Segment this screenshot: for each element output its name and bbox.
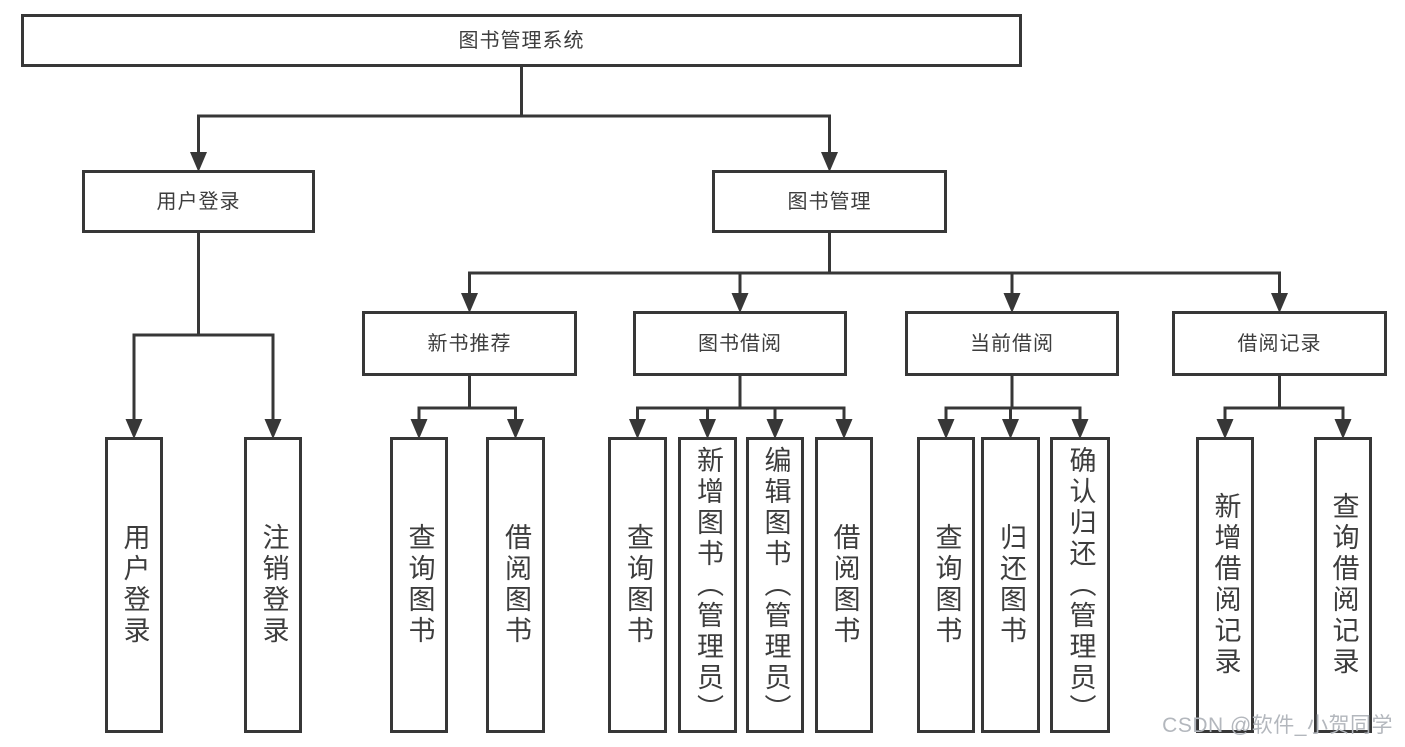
node-leaf-query-books-3: 查询图书	[917, 437, 975, 733]
connector-current-borrow	[944, 374, 1082, 425]
arrowhead-new-book-rec	[461, 293, 478, 313]
arrowhead-leaf-query-books-2	[629, 419, 646, 439]
arrowhead-book-mgmt	[821, 152, 838, 172]
arrowhead-leaf-query-books-1	[410, 419, 428, 439]
node-leaf-borrow-books-2: 借阅图书	[815, 437, 873, 733]
node-label-leaf-user-login: 用户登录	[119, 523, 150, 647]
node-label-leaf-query-books-2: 查询图书	[623, 523, 653, 647]
node-label-root: 图书管理系统	[458, 29, 585, 52]
arrowhead-leaf-logout	[264, 419, 282, 439]
node-label-leaf-logout: 注销登录	[258, 523, 289, 647]
node-label-current-borrow: 当前借阅	[970, 332, 1054, 355]
node-label-leaf-borrow-books-2: 借阅图书	[829, 523, 860, 647]
node-user-login: 用户登录	[82, 170, 315, 233]
node-leaf-add-books: 新增图书（管理员）	[678, 437, 737, 733]
arrowhead-leaf-borrow-books-2	[835, 419, 853, 439]
node-label-user-login: 用户登录	[156, 190, 241, 213]
node-label-leaf-query-books-1: 查询图书	[404, 523, 435, 647]
node-label-leaf-return-books: 归还图书	[996, 523, 1026, 647]
arrowhead-leaf-add-books	[699, 419, 716, 439]
arrowhead-leaf-query-books-3	[937, 419, 955, 439]
arrowhead-leaf-edit-books	[766, 419, 784, 439]
connector-borrow-records	[1223, 374, 1345, 425]
connector-root	[197, 65, 831, 158]
arrowhead-current-borrow	[1003, 293, 1021, 313]
node-label-leaf-add-borrow-record: 新增借阅记录	[1210, 492, 1241, 678]
arrowhead-leaf-return-books	[1002, 419, 1019, 439]
arrowhead-book-borrow	[731, 293, 749, 313]
node-leaf-add-borrow-record: 新增借阅记录	[1196, 437, 1254, 733]
node-borrow-records: 借阅记录	[1172, 311, 1387, 376]
node-label-leaf-query-borrow-record: 查询借阅记录	[1328, 492, 1359, 678]
arrowhead-leaf-query-borrow-record	[1334, 419, 1352, 439]
node-label-book-borrow: 图书借阅	[698, 332, 782, 355]
arrowhead-borrow-records	[1271, 293, 1288, 313]
node-current-borrow: 当前借阅	[905, 311, 1119, 376]
node-leaf-borrow-books-1: 借阅图书	[486, 437, 545, 733]
connector-user-login	[132, 231, 275, 425]
node-label-borrow-records: 借阅记录	[1237, 332, 1322, 355]
node-label-book-mgmt: 图书管理	[787, 190, 872, 213]
node-leaf-confirm-return: 确认归还（管理员）	[1050, 437, 1110, 733]
node-label-leaf-edit-books: 编辑图书（管理员）	[760, 445, 791, 725]
node-leaf-query-borrow-record: 查询借阅记录	[1314, 437, 1372, 733]
node-label-leaf-borrow-books-1: 借阅图书	[501, 523, 531, 647]
arrowhead-leaf-add-borrow-record	[1216, 419, 1234, 439]
node-leaf-logout: 注销登录	[244, 437, 302, 733]
arrowhead-leaf-user-login	[125, 419, 143, 439]
node-label-leaf-confirm-return: 确认归还（管理员）	[1065, 445, 1096, 725]
node-leaf-edit-books: 编辑图书（管理员）	[746, 437, 804, 733]
node-root: 图书管理系统	[21, 14, 1022, 67]
connector-book-mgmt	[468, 231, 1281, 299]
node-leaf-query-books-2: 查询图书	[608, 437, 667, 733]
node-label-leaf-query-books-3: 查询图书	[931, 523, 962, 647]
arrowhead-user-login	[190, 152, 207, 172]
node-label-leaf-add-books: 新增图书（管理员）	[693, 445, 723, 725]
node-leaf-return-books: 归还图书	[981, 437, 1040, 733]
arrowhead-leaf-borrow-books-1	[507, 419, 524, 439]
node-new-book-rec: 新书推荐	[362, 311, 577, 376]
node-label-new-book-rec: 新书推荐	[427, 332, 512, 355]
arrowhead-leaf-confirm-return	[1071, 419, 1089, 439]
node-leaf-query-books-1: 查询图书	[390, 437, 448, 733]
node-leaf-user-login: 用户登录	[105, 437, 163, 733]
connector-book-borrow	[636, 374, 846, 425]
node-book-borrow: 图书借阅	[633, 311, 847, 376]
node-book-mgmt: 图书管理	[712, 170, 947, 233]
connector-new-book-rec	[417, 374, 517, 425]
